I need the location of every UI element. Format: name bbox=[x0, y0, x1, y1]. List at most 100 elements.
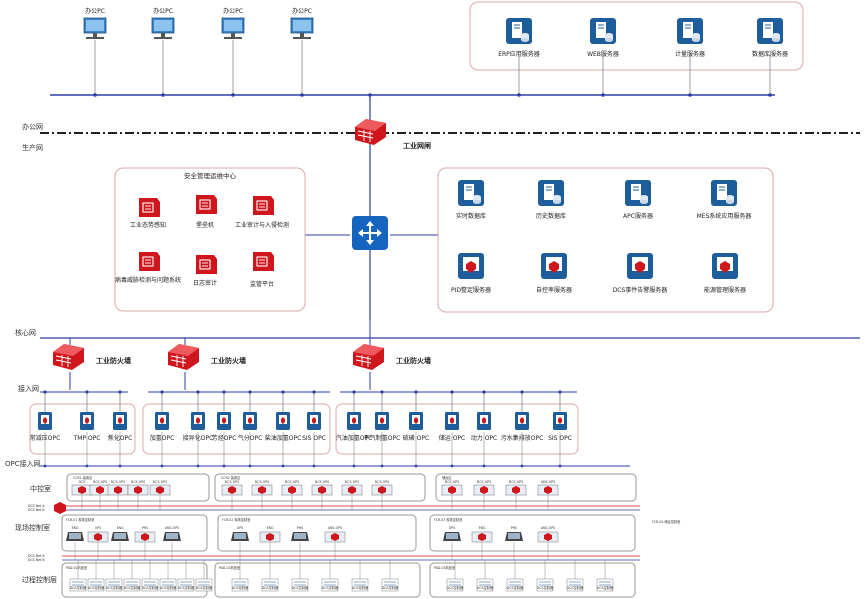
office-pc-3[interactable]: 办公PC bbox=[221, 7, 245, 40]
node-label: OPS bbox=[95, 526, 101, 530]
industrial-gateway[interactable]: 工业网闸 bbox=[354, 118, 431, 150]
opc-server[interactable]: 柴油加氢OPC bbox=[265, 412, 302, 442]
office-pc-2[interactable]: 办公PC bbox=[151, 7, 175, 40]
dcs-controller-cabinet[interactable]: DCS控制器 bbox=[566, 578, 584, 592]
dcs-controller-cabinet[interactable]: DCS控制器 bbox=[261, 578, 279, 592]
opc-server[interactable]: 储运 OPC bbox=[439, 412, 465, 442]
field-node[interactable]: ANS-OPS bbox=[324, 526, 346, 543]
dcs-workstation[interactable]: ADS-OPS bbox=[537, 480, 559, 496]
apc-server[interactable]: APC服务器 bbox=[623, 179, 653, 220]
opc-server[interactable]: 芳烃OPC bbox=[212, 412, 237, 442]
dcs-controller-cabinet[interactable]: DCS控制器 bbox=[141, 578, 159, 592]
opc-server[interactable]: 汽油加氢OPC bbox=[336, 412, 373, 442]
supervision-platform[interactable]: 监管平台 bbox=[250, 251, 275, 288]
opc-server[interactable]: 常减压OPC bbox=[30, 412, 61, 442]
dcs-workstation[interactable]: DCS-OPS bbox=[473, 480, 495, 496]
dcs-controller-cabinet[interactable]: DCS控制器 bbox=[105, 578, 123, 592]
field-node[interactable]: ANS-OPS bbox=[163, 526, 181, 541]
opc-label: 硫磺 OPC bbox=[403, 434, 429, 442]
dcs-workstation[interactable]: DCS bbox=[71, 480, 93, 496]
core-switch[interactable] bbox=[352, 216, 388, 250]
dcs-controller-cabinet[interactable]: DCS控制器 bbox=[381, 578, 399, 592]
dcs-controller-cabinet[interactable]: DCS控制器 bbox=[69, 578, 87, 592]
cabinet-label: DCS控制器 bbox=[382, 585, 399, 590]
opc-server[interactable]: 动力 OPC bbox=[471, 412, 497, 442]
field-node[interactable]: ANS-OPS bbox=[537, 526, 559, 543]
dcs-workstation[interactable]: DCS-OPS bbox=[127, 480, 149, 496]
opc-server[interactable]: 污水集排放OPC bbox=[501, 412, 544, 442]
dcs-workstation[interactable]: DCS-OPS bbox=[251, 480, 273, 496]
dcs-controller-cabinet[interactable]: DCS控制器 bbox=[536, 578, 554, 592]
dcs-controller-cabinet[interactable]: DCS控制器 bbox=[506, 578, 524, 592]
opc-server[interactable]: SIS OPC bbox=[302, 412, 326, 442]
dcs-workstation[interactable]: DCS-OPS bbox=[505, 480, 527, 496]
realtime-db-server[interactable]: 实时数据库 bbox=[456, 179, 486, 220]
dcs-controller-cabinet[interactable]: DCS控制器 bbox=[159, 578, 177, 592]
field-node[interactable]: OPS bbox=[443, 526, 461, 541]
dcs-workstation[interactable]: DCS-OPS bbox=[441, 480, 463, 496]
office-pc-1[interactable]: 办公PC bbox=[83, 7, 107, 40]
opc-server[interactable]: 干气制氢OPC bbox=[364, 412, 401, 442]
field-node[interactable]: PHS bbox=[505, 526, 523, 541]
metering-server[interactable]: 计量服务器 bbox=[675, 17, 705, 58]
pid-server[interactable]: PID整定服务器 bbox=[451, 253, 491, 294]
dcs-workstation[interactable]: DCS-OPS bbox=[311, 480, 333, 496]
dcs-alarm-server[interactable]: DCS事件告警服务器 bbox=[613, 253, 668, 294]
dcs-controller-cabinet[interactable]: DCS控制器 bbox=[321, 578, 339, 592]
firewall-label: 工业防火墙 bbox=[396, 356, 431, 365]
dcs-controller-cabinet[interactable]: DCS控制器 bbox=[351, 578, 369, 592]
energy-server[interactable]: 能源管理服务器 bbox=[704, 253, 746, 294]
dcs-controller-cabinet[interactable]: DCS控制器 bbox=[87, 578, 105, 592]
field-node[interactable]: ENG bbox=[66, 526, 84, 541]
field-node[interactable]: PHS bbox=[291, 526, 309, 541]
opc-label: 芳烃OPC bbox=[212, 434, 237, 442]
dcs-workstation[interactable]: DCS-OPS bbox=[149, 480, 171, 496]
dcs-controller-cabinet[interactable]: DCS控制器 bbox=[596, 578, 614, 592]
database-server[interactable]: 数据库服务器 bbox=[752, 17, 788, 58]
opc-server[interactable]: 加氢OPC bbox=[150, 412, 175, 442]
log-audit[interactable]: 日志审计 bbox=[193, 254, 218, 287]
opc-server[interactable]: 硫磺 OPC bbox=[403, 412, 429, 442]
dcs-workstation[interactable]: DCS-OPS bbox=[281, 480, 303, 496]
dcs-workstation[interactable]: DCS-OPS bbox=[341, 480, 363, 496]
auto-control-rate-server[interactable]: 自控率服务器 bbox=[536, 253, 572, 294]
opc-server[interactable]: 气分OPC bbox=[238, 412, 263, 442]
opc-server[interactable]: SIS OPC bbox=[548, 412, 572, 442]
dcs-workstation[interactable]: DCS-OPS bbox=[107, 480, 129, 496]
zone-label-opc-access: OPC接入网 bbox=[5, 459, 41, 468]
opc-server[interactable]: TMP OPC bbox=[73, 412, 101, 442]
dcs-controller-cabinet[interactable]: DCS控制器 bbox=[446, 578, 464, 592]
dcs-controller-cabinet[interactable]: DCS控制器 bbox=[291, 578, 309, 592]
dcs-controller-cabinet[interactable]: DCS控制器 bbox=[177, 578, 195, 592]
zone-label-core: 核心网 bbox=[15, 328, 36, 337]
firewall-2[interactable]: 工业防火墙 bbox=[167, 343, 246, 371]
virus-threat-detection[interactable]: 病毒威胁检测与问题系统 bbox=[115, 251, 181, 284]
dcs-controller-cabinet[interactable]: DCS控制器 bbox=[476, 578, 494, 592]
history-db-server[interactable]: 历史数据库 bbox=[536, 179, 566, 220]
audit-intrusion-detection[interactable]: 工业审计与入侵检测 bbox=[235, 195, 289, 229]
dcs-workstation[interactable]: DCS-OPS bbox=[371, 480, 393, 496]
dcs-controller-cabinet[interactable]: DCS控制器 bbox=[123, 578, 141, 592]
opc-server[interactable]: 接异化OPC bbox=[183, 412, 214, 442]
firewall-3[interactable]: 工业防火墙 bbox=[352, 343, 431, 371]
field-node[interactable]: OPS bbox=[231, 526, 249, 541]
situation-awareness[interactable]: 工业态势感知 bbox=[130, 197, 166, 229]
dcs-controller-cabinet[interactable]: DCS控制器 bbox=[195, 578, 213, 592]
office-pc-4[interactable]: 办公PC bbox=[290, 7, 314, 40]
erp-server[interactable]: ERP应用服务器 bbox=[498, 17, 540, 58]
field-node[interactable]: PHS bbox=[134, 526, 156, 543]
field-node[interactable]: ENG bbox=[259, 526, 281, 543]
server-label: 自控率服务器 bbox=[536, 286, 572, 294]
field-node[interactable]: ENG bbox=[111, 526, 129, 541]
web-server[interactable]: WEB服务器 bbox=[587, 17, 619, 58]
opc-server[interactable]: 焦化OPC bbox=[108, 412, 133, 442]
dcs-workstation[interactable]: DCS-OPS bbox=[89, 480, 111, 496]
dcs-controller-cabinet[interactable]: DCS控制器 bbox=[231, 578, 249, 592]
bastion-host[interactable]: 堡垒机 bbox=[195, 194, 218, 229]
field-node[interactable]: OPS bbox=[87, 526, 109, 543]
dcs-workstation[interactable]: DCS-OPS bbox=[221, 480, 243, 496]
firewall-1[interactable]: 工业防火墙 bbox=[52, 343, 131, 371]
mes-server[interactable]: MES系统应用服务器 bbox=[697, 179, 752, 220]
field-node[interactable]: ENG bbox=[471, 526, 493, 543]
opc-gateway-icon[interactable] bbox=[54, 502, 66, 514]
